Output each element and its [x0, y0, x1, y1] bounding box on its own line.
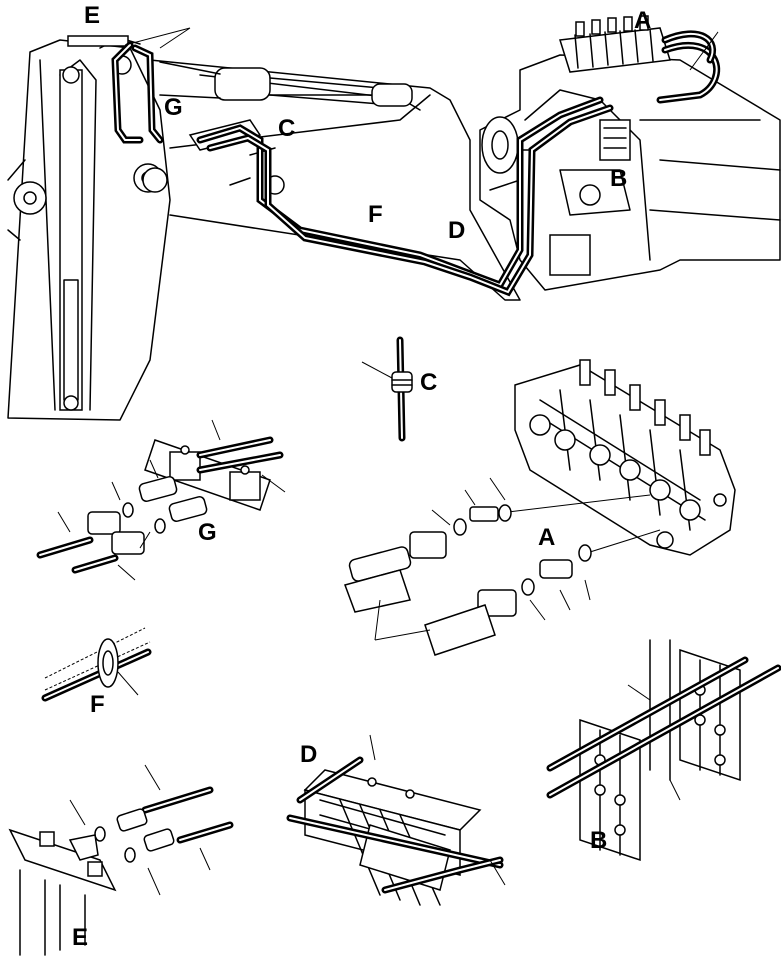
callout-e-top: E — [84, 2, 100, 29]
top-leaders — [124, 27, 719, 71]
detail-c-clamp — [361, 336, 413, 442]
callout-d-detail: D — [300, 741, 317, 768]
callout-b-top: B — [610, 165, 627, 192]
detail-b-plates — [546, 639, 781, 862]
callout-b-detail: B — [590, 827, 607, 854]
detail-f-guide — [41, 627, 152, 702]
callout-f-detail: F — [90, 691, 105, 718]
callout-d-top: D — [448, 217, 465, 244]
boom-assembly — [7, 35, 171, 421]
detail-a-valve — [344, 359, 736, 656]
callout-g-detail: G — [198, 519, 217, 546]
callout-c-top: C — [278, 115, 295, 142]
callout-c-detail: C — [420, 369, 437, 396]
dipper-arm — [142, 59, 521, 301]
callout-a-detail: A — [538, 524, 555, 551]
callout-g-top: G — [164, 94, 183, 121]
detail-g-clamp — [36, 419, 286, 581]
detail-e-bracket — [8, 764, 234, 956]
swing-frame-and-valve — [479, 15, 781, 291]
hose-route — [111, 30, 720, 297]
callout-f-top: F — [368, 201, 383, 228]
detail-d-rack — [286, 734, 506, 906]
callout-e-detail: E — [72, 924, 88, 951]
callout-a-top: A — [634, 7, 651, 34]
